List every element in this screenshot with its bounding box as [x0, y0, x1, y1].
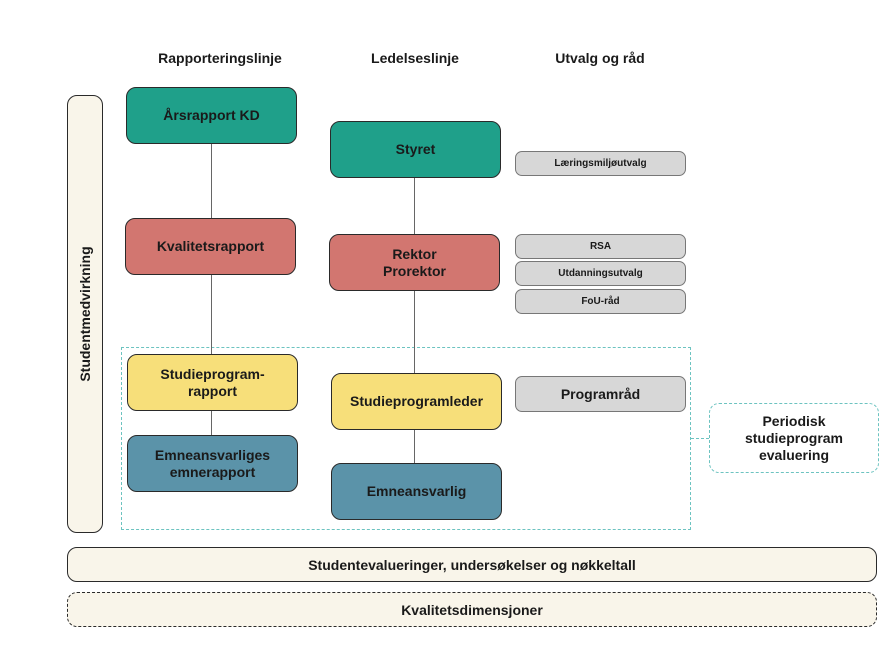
- connector-studieprogram-emnerapport: [211, 410, 212, 435]
- rsa-box: RSA: [515, 234, 686, 259]
- arsrapport-kd-box: Årsrapport KD: [126, 87, 297, 144]
- connector-rektor-studieprogramleder: [414, 291, 415, 373]
- connector-styret-rektor: [414, 178, 415, 234]
- emnerapport-box: Emneansvarliges emnerapport: [127, 435, 298, 492]
- styret-box: Styret: [330, 121, 501, 178]
- kvalitetsdimensjoner-bar: Kvalitetsdimensjoner: [67, 592, 877, 627]
- column-header-utvalg: Utvalg og råd: [555, 50, 645, 66]
- kvalitetsrapport-box: Kvalitetsrapport: [125, 218, 296, 275]
- connector-studieprogramleder-emneansvarlig: [414, 430, 415, 463]
- studieprogramleder-box: Studieprogramleder: [331, 373, 502, 430]
- programrad-box: Programråd: [515, 376, 686, 412]
- studentmedvirkning-box: Studentmedvirkning: [67, 95, 103, 533]
- studentmedvirkning-label: Studentmedvirkning: [77, 246, 93, 382]
- laeringsmiljoutvalg-box: Læringsmiljøutvalg: [515, 151, 686, 176]
- column-header-ledelseslinje: Ledelseslinje: [371, 50, 459, 66]
- utdanningsutvalg-box: Utdanningsutvalg: [515, 261, 686, 286]
- program-level-region: [121, 347, 691, 530]
- emneansvarlig-box: Emneansvarlig: [331, 463, 502, 520]
- rektor-prorektor-box: Rektor Prorektor: [329, 234, 500, 291]
- studentevalueringer-bar: Studentevalueringer, undersøkelser og nø…: [67, 547, 877, 582]
- periodisk-studieprogram-evaluering: Periodisk studieprogram evaluering: [709, 403, 879, 473]
- fou-rad-box: FoU-råd: [515, 289, 686, 314]
- studieprogramrapport-box: Studieprogram- rapport: [127, 354, 298, 411]
- connector-arsrapport-kvalitet: [211, 143, 212, 218]
- periodisk-connector: [691, 438, 709, 439]
- column-header-rapporteringslinje: Rapporteringslinje: [158, 50, 282, 66]
- connector-kvalitet-studieprogram: [211, 274, 212, 354]
